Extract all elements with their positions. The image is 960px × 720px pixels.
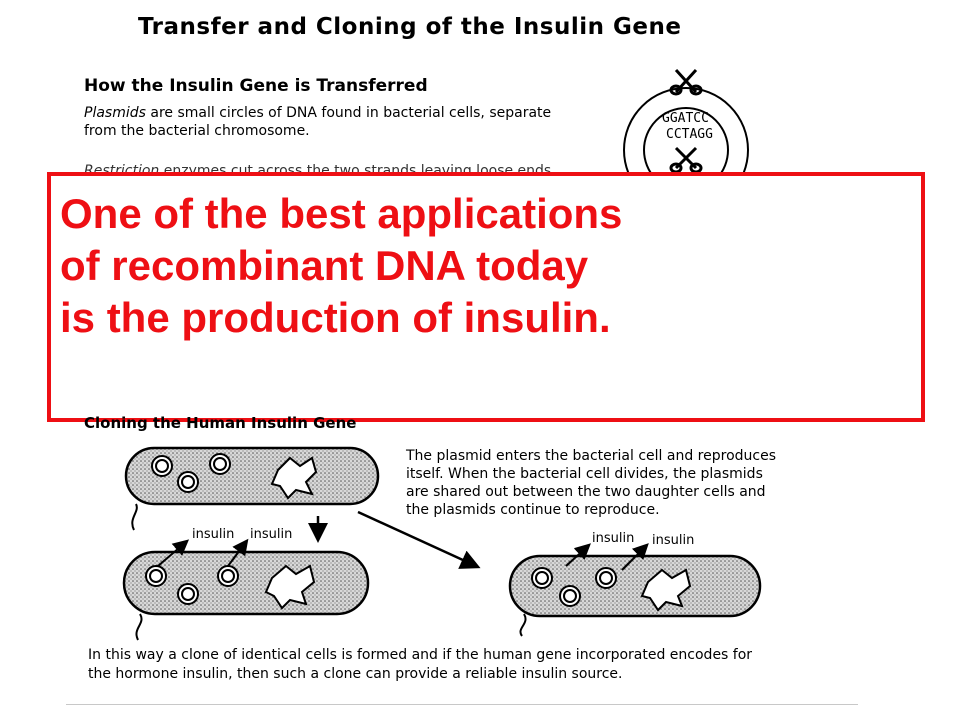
section-heading: How the Insulin Gene is Transferred <box>84 76 428 96</box>
insulin-arrow <box>565 543 591 567</box>
flagellum <box>135 613 143 641</box>
insulin-label: insulin <box>250 527 292 542</box>
callout-line: is the production of insulin. <box>60 294 611 341</box>
plasmid-paragraph-line1: are small circles of DNA found in bacter… <box>150 105 552 121</box>
sequence-top: GGATCC <box>662 111 709 126</box>
insulin-label: insulin <box>192 527 234 542</box>
plasmid-icon <box>145 565 239 605</box>
flagellum <box>131 503 138 531</box>
plasmid-icon <box>151 453 231 493</box>
divider <box>66 704 858 705</box>
chromosome-icon <box>264 564 316 610</box>
chromosome-icon <box>270 456 318 500</box>
plasmid-paragraph: Plasmids are small circles of DNA found … <box>84 104 551 140</box>
insulin-arrow <box>157 539 190 567</box>
callout-box <box>47 172 925 422</box>
flagellum <box>519 613 527 637</box>
cloning-heading: Cloning the Human Insulin Gene <box>84 414 357 432</box>
scissors-icon <box>669 68 703 96</box>
description-line: the plasmids continue to reproduce. <box>406 502 660 518</box>
callout-line: of recombinant DNA today <box>60 242 589 289</box>
cloning-description: The plasmid enters the bacterial cell an… <box>406 447 776 519</box>
bacterium-daughter-left <box>122 550 370 641</box>
chromosome-icon <box>640 568 692 612</box>
insulin-label: insulin <box>592 531 634 546</box>
conclusion-line: the hormone insulin, then such a clone c… <box>88 666 623 682</box>
diagonal-arrow <box>357 510 481 569</box>
insulin-label: insulin <box>652 533 694 548</box>
insulin-arrow <box>227 538 249 567</box>
description-line: itself. When the bacterial cell divides,… <box>406 466 763 482</box>
conclusion-line: In this way a clone of identical cells i… <box>88 647 753 663</box>
plasmids-term: Plasmids <box>84 105 146 121</box>
description-line: are shared out between the two daughter … <box>406 484 766 500</box>
bacterium-daughter-right <box>508 554 762 637</box>
bacterium-parent <box>124 446 380 531</box>
callout-line: One of the best applications <box>60 190 623 237</box>
sequence-bottom: CCTAGG <box>666 127 713 142</box>
callout-text: One of the best applications of recombin… <box>60 188 622 344</box>
page-title: Transfer and Cloning of the Insulin Gene <box>138 14 682 40</box>
conclusion-paragraph: In this way a clone of identical cells i… <box>88 646 752 684</box>
plasmid-icon <box>531 567 617 607</box>
insulin-arrow <box>621 543 649 571</box>
plasmid-paragraph-line2: from the bacterial chromosome. <box>84 123 310 139</box>
description-line: The plasmid enters the bacterial cell an… <box>406 448 777 464</box>
